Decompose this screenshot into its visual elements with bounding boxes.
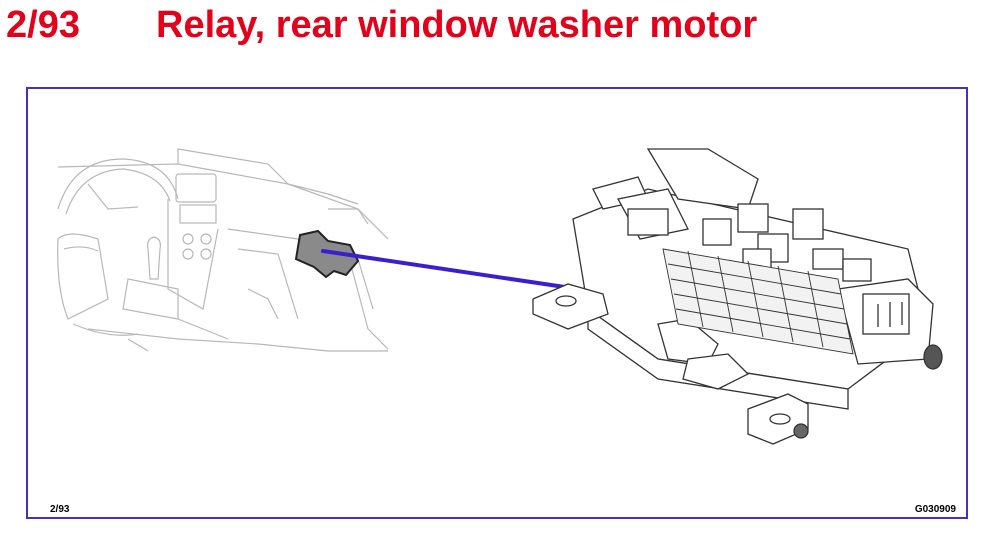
- component-code: 2/93: [6, 4, 80, 46]
- relay-location-highlight: [294, 229, 360, 279]
- fuse-rows: [662, 248, 854, 355]
- header: 2/93 Relay, rear window washer motor: [0, 0, 984, 60]
- figure-ref-code: 2/93: [50, 504, 70, 515]
- component-title: Relay, rear window washer motor: [156, 4, 758, 46]
- car-interior-drawing: [57, 148, 389, 352]
- figure-frame: 2/93 G030909: [26, 87, 968, 519]
- figure-image-id: G030909: [915, 504, 957, 515]
- location-illustration: 2/93 G030909: [50, 148, 957, 515]
